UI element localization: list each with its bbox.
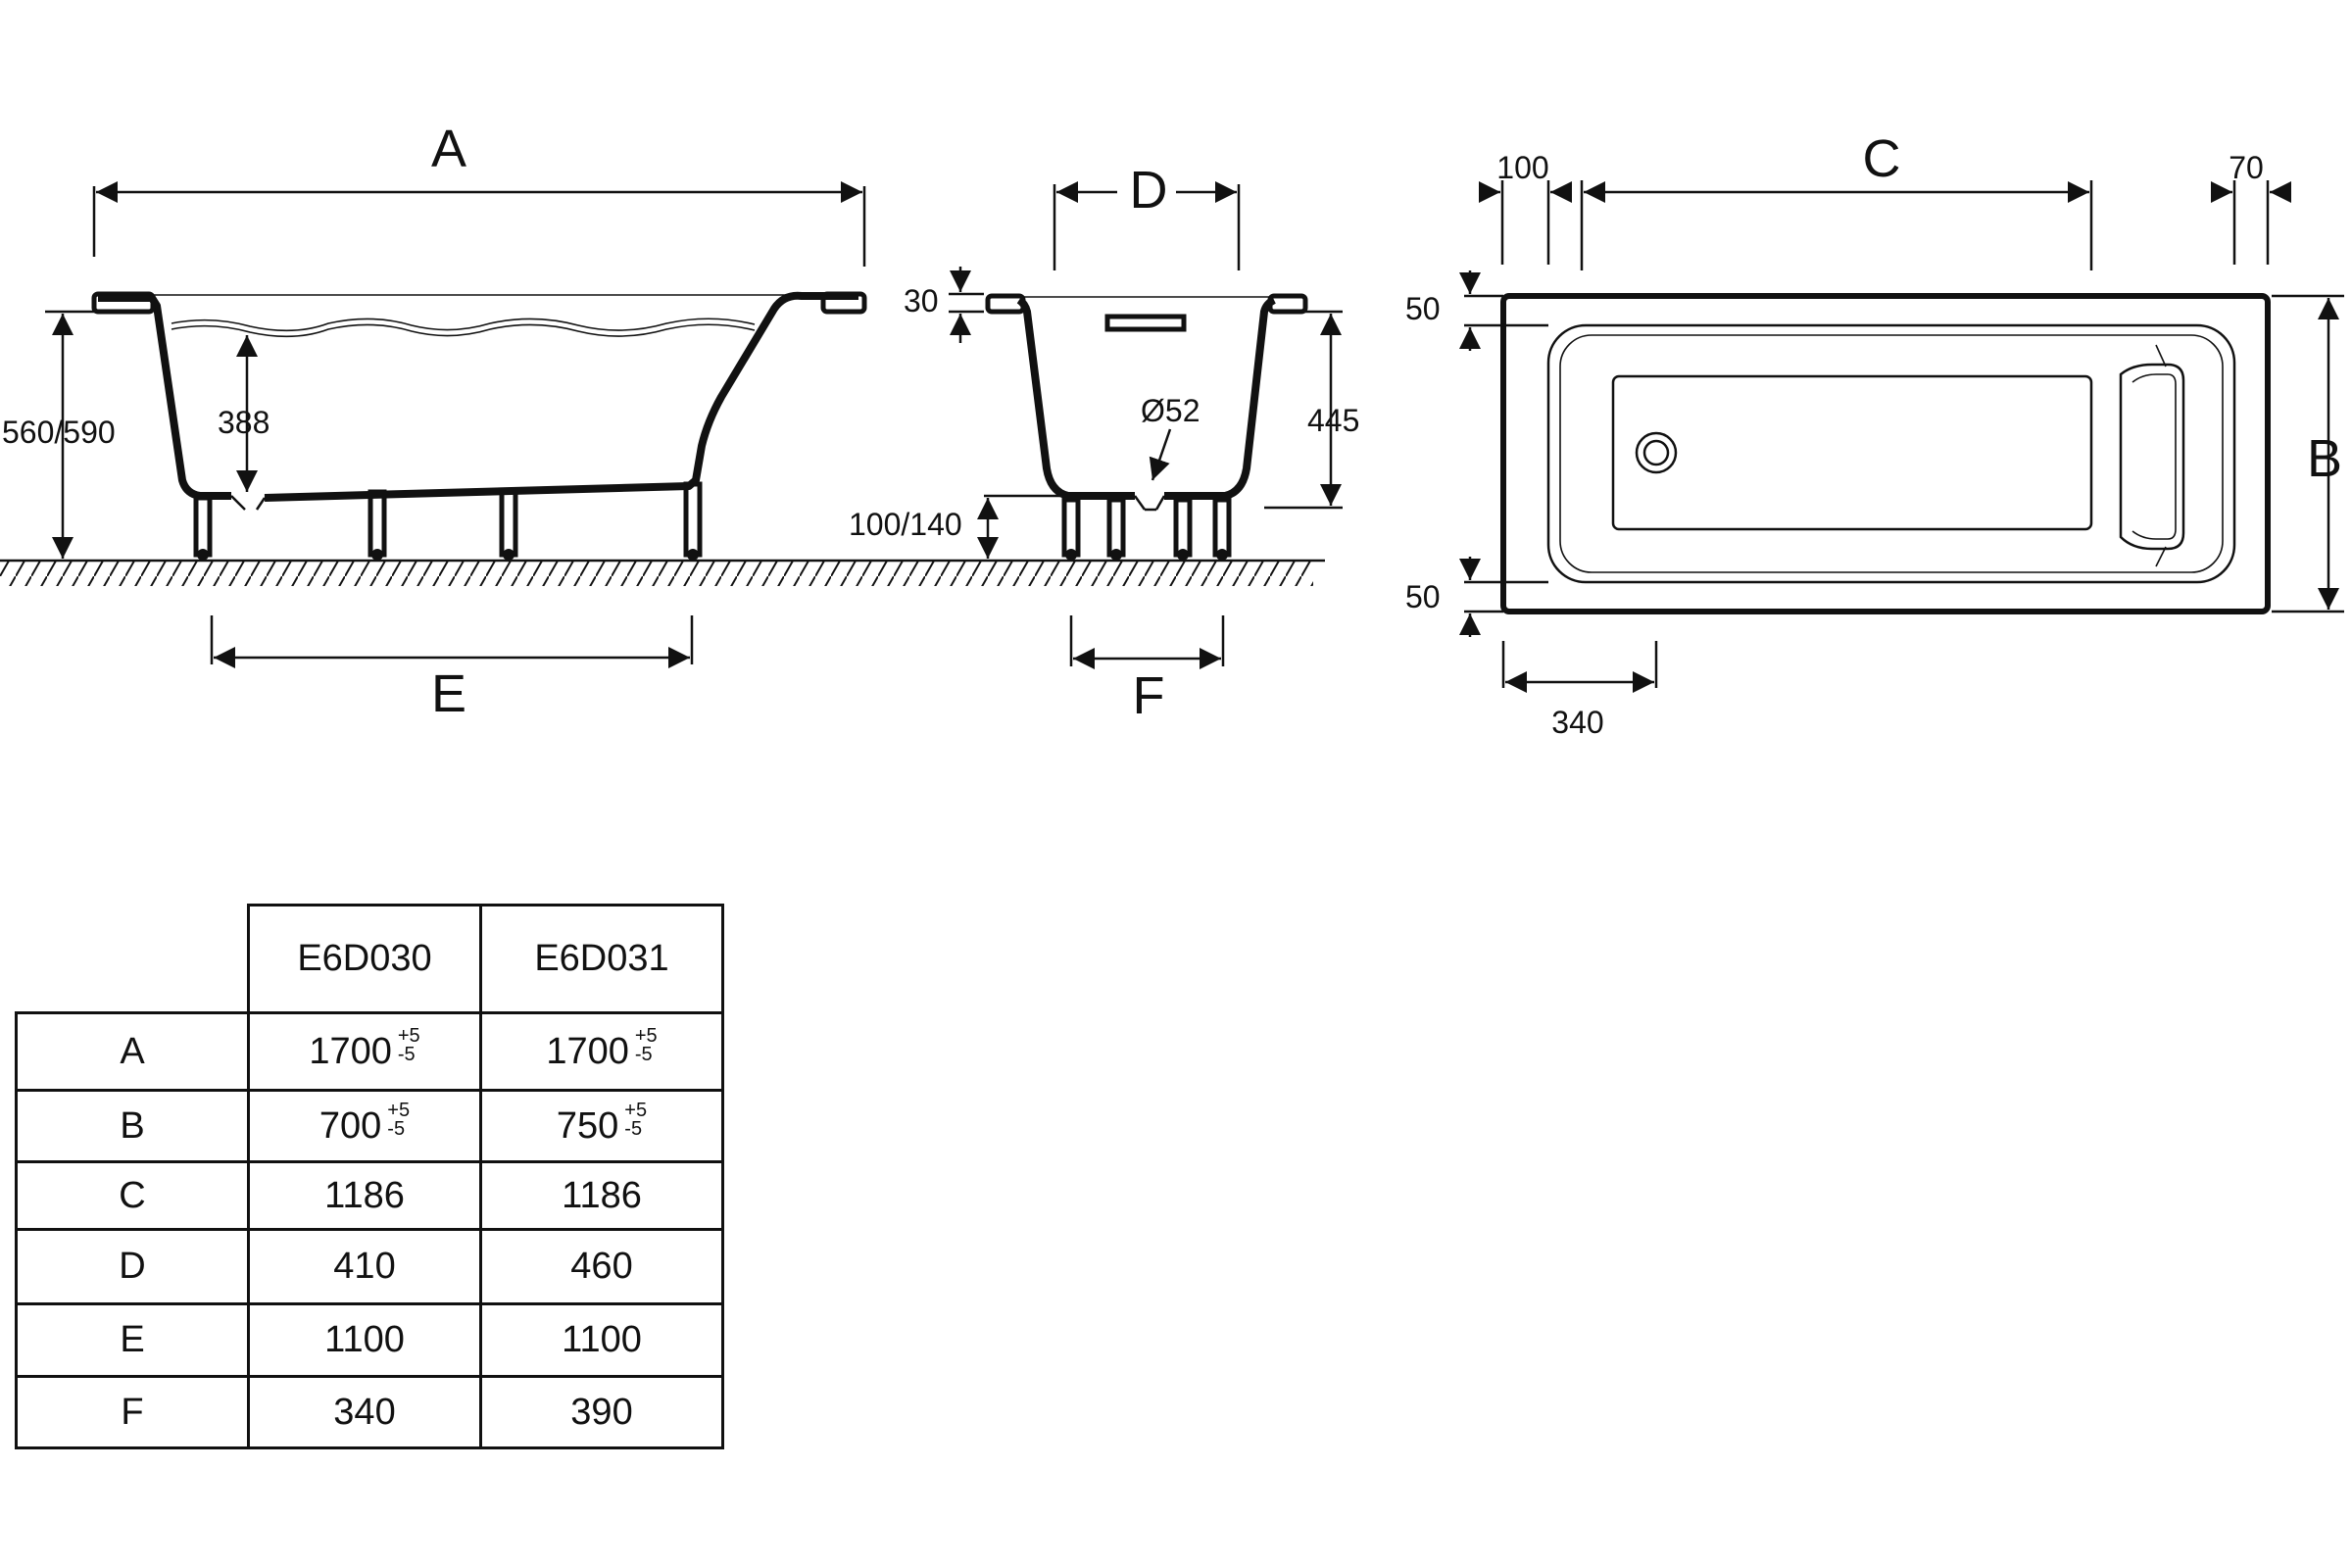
table-row: A 1700+5-5 1700+5-5 [15,1011,724,1092]
row-label-e: E [15,1302,250,1378]
cell-a-e6d030: 1700+5-5 [247,1011,482,1092]
tolerance: +5-5 [624,1099,648,1140]
table-corner [16,905,250,1014]
drain-circle [1635,431,1678,474]
dimension-a-label: A [431,120,466,178]
cell-d-e6d031: 460 [479,1228,724,1305]
table-header-e6d031: E6D031 [479,904,724,1014]
cell-d-e6d030: 410 [247,1228,482,1305]
dimension-depth-label: 388 [218,405,270,440]
side-tub-shell [91,291,867,511]
end-view: D 30 [849,161,1359,725]
row-label-f: F [15,1375,250,1449]
dimension-e-label: E [431,664,466,723]
table-row: F 340 390 [15,1375,724,1449]
top-view: 100 C 70 50 50 B 340 [1405,129,2344,740]
row-label-b: B [15,1089,250,1163]
overflow-plate [1104,314,1187,332]
dimension-table: E6D030 E6D031 A 1700+5-5 1700+5-5 B 700+… [15,904,724,1449]
floor-hatch [0,561,1313,586]
side-view: A 560/590 388 [0,120,1325,723]
dimension-height-label: 560/590 [2,415,116,450]
cell-e-e6d031: 1100 [479,1302,724,1378]
dimension-rim-label: 30 [904,283,939,318]
cell-f-e6d030: 340 [247,1375,482,1449]
table-header-row: E6D030 E6D031 [16,904,724,1014]
dimension-feet-label: 100/140 [849,507,962,542]
table-row: D 410 460 [15,1228,724,1305]
dimension-100-label: 100 [1496,150,1548,185]
table-row: C 1186 1186 [15,1160,724,1231]
dimension-445-label: 445 [1307,403,1359,438]
side-legs [193,481,703,561]
table-header-e6d030: E6D030 [247,904,482,1014]
end-tub-shell [985,293,1308,512]
cell-a-e6d031: 1700+5-5 [479,1011,724,1092]
table-row: E 1100 1100 [15,1302,724,1378]
dimension-b-label: B [2307,429,2342,488]
dimension-70-label: 70 [2229,150,2264,185]
cell-e-e6d030: 1100 [247,1302,482,1378]
cell-c-e6d030: 1186 [247,1160,482,1231]
dimension-50-top-label: 50 [1405,291,1441,326]
table-row: B 700+5-5 750+5-5 [15,1089,724,1163]
dimension-c-label: C [1863,129,1901,188]
tolerance: +5-5 [387,1099,411,1140]
cell-b-e6d030: 700+5-5 [247,1089,482,1163]
dimension-f-label: F [1133,666,1165,725]
top-outer-rim [1500,293,2271,614]
row-label-a: A [15,1011,250,1092]
top-floor-panel [1611,374,2093,531]
cell-b-e6d031: 750+5-5 [479,1089,724,1163]
tolerance: +5-5 [397,1024,420,1065]
row-label-c: C [15,1160,250,1231]
tolerance: +5-5 [634,1024,658,1065]
row-label-d: D [15,1228,250,1305]
end-legs [1061,497,1232,561]
dimension-drain-label: Ø52 [1141,393,1200,428]
top-inner-basin [1546,323,2236,584]
dimension-340-label: 340 [1551,705,1603,740]
cell-c-e6d031: 1186 [479,1160,724,1231]
cell-f-e6d031: 390 [479,1375,724,1449]
dimension-d-label: D [1130,161,1168,220]
top-headrest [2119,363,2185,551]
dimension-50-bottom-label: 50 [1405,579,1441,614]
